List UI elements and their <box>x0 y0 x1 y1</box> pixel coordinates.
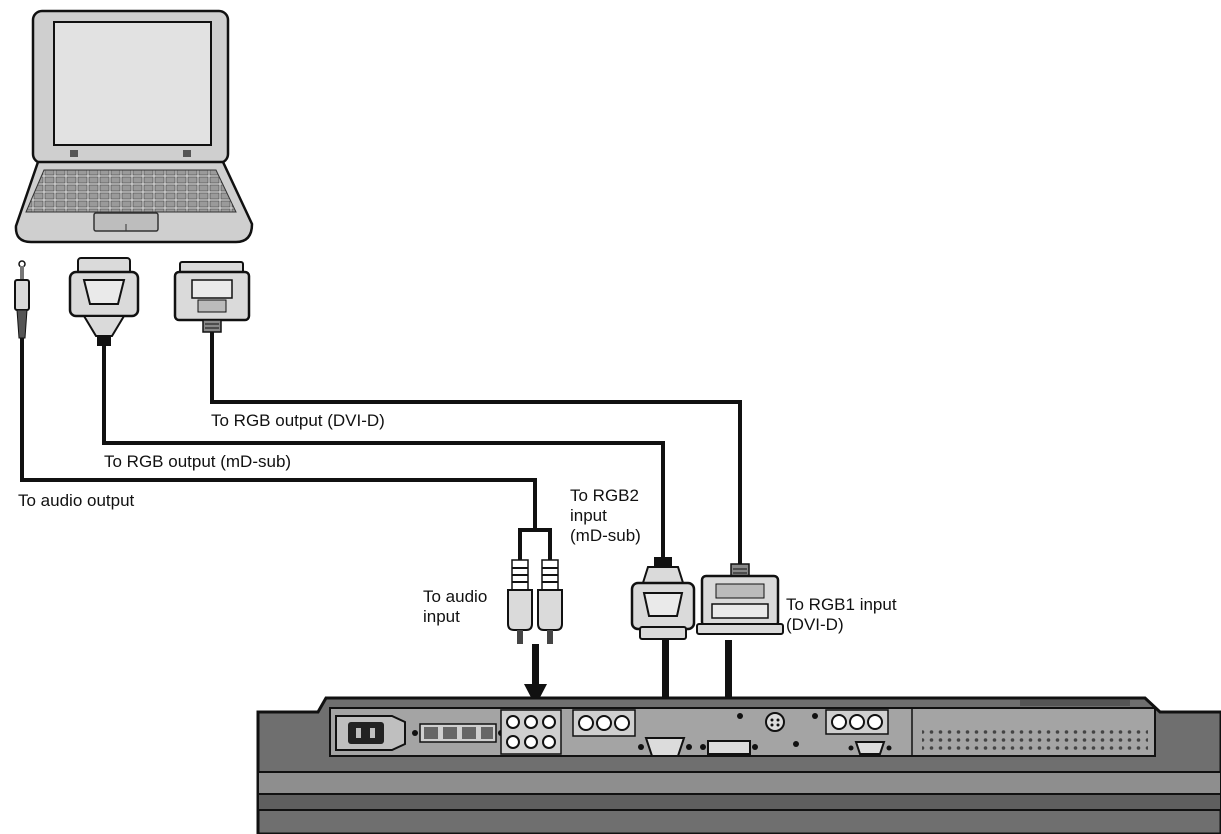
label-rgb1-input: To RGB1 input (DVI-D) <box>786 595 897 634</box>
label-rgb2-input: To RGB2 input (mD-sub) <box>570 486 641 545</box>
label-audio-output: To audio output <box>18 491 135 510</box>
laptop <box>14 9 254 244</box>
cable-mdsub <box>102 346 665 557</box>
cable-audio-split <box>518 528 552 560</box>
display-rear-panel <box>256 696 1221 834</box>
cable-audio <box>20 338 537 528</box>
audio-input-jacks <box>500 709 562 755</box>
dvi-plug-pc <box>173 261 251 333</box>
mdsub-plug-pc <box>68 257 140 346</box>
dvi-plug-display <box>696 563 784 635</box>
vent-grille <box>922 726 1148 752</box>
speaker-terminals <box>412 723 504 743</box>
rgb2-port <box>638 737 692 757</box>
rca-plug-right <box>537 559 563 644</box>
rca-plug-left <box>507 559 533 644</box>
rgb1-port <box>700 713 758 755</box>
laptop-keyboard <box>25 169 237 213</box>
laptop-screen <box>53 21 212 146</box>
label-rgb-output-mdsub: To RGB output (mD-sub) <box>104 452 292 471</box>
arrow-audio <box>524 644 547 706</box>
label-rgb-output-dvi: To RGB output (DVI-D) <box>211 411 385 430</box>
label-audio-input: To audio input <box>423 587 488 626</box>
audio-mini-plug <box>14 260 30 339</box>
ac-inlet <box>335 715 406 751</box>
rca-plugs <box>507 559 563 644</box>
cables <box>20 332 742 566</box>
component-jacks <box>572 709 636 737</box>
display-band <box>257 771 1221 795</box>
video-jacks <box>765 709 892 755</box>
cable-dvi <box>210 332 742 566</box>
mdsub-plug-display <box>630 557 696 640</box>
